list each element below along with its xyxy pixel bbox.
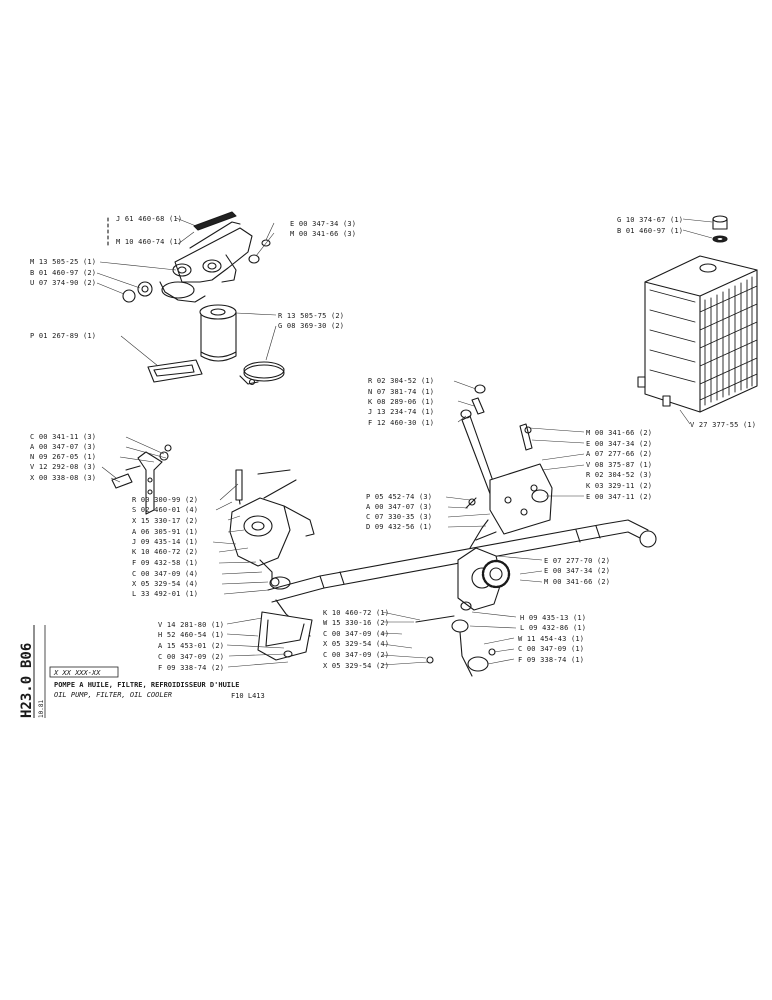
part-label: S 02 460-01 (4) bbox=[132, 506, 198, 514]
part-label: M 10 460-74 (1) bbox=[116, 238, 182, 246]
part-label: K 10 460-72 (1) bbox=[323, 609, 389, 617]
part-label: A 06 305-91 (1) bbox=[132, 528, 198, 536]
oil-cooler-drawing bbox=[637, 215, 758, 413]
part-label: V 12 292-08 (3) bbox=[30, 463, 96, 471]
part-labels: J 61 460-68 (1) M 10 460-74 (1) E 00 347… bbox=[30, 215, 756, 672]
part-label: R 00 300-99 (2) bbox=[132, 496, 198, 504]
part-label: C 00 347-09 (4) bbox=[132, 570, 198, 578]
part-label: W 11 454-43 (1) bbox=[518, 635, 584, 643]
part-label: K 03 329-11 (2) bbox=[586, 482, 652, 490]
part-label: F 12 460-30 (1) bbox=[368, 419, 434, 427]
part-label: X 15 330-17 (2) bbox=[132, 517, 198, 525]
part-label: N 09 267-05 (1) bbox=[30, 453, 96, 461]
part-label: C 00 341-11 (3) bbox=[30, 433, 96, 441]
part-label: D 09 432-56 (1) bbox=[366, 523, 432, 531]
part-label: U 07 374-90 (2) bbox=[30, 279, 96, 287]
part-label: C 00 347-09 (2) bbox=[323, 651, 389, 659]
title-en: OIL PUMP, FILTER, OIL COOLER bbox=[54, 691, 172, 699]
part-label: J 09 435-14 (1) bbox=[132, 538, 198, 546]
part-label: E 00 347-34 (2) bbox=[586, 440, 652, 448]
part-label: E 07 277-70 (2) bbox=[544, 557, 610, 565]
oil-pipe-long-drawing bbox=[267, 519, 657, 603]
part-label: M 13 505-25 (1) bbox=[30, 258, 96, 266]
part-label: X 05 329-54 (4) bbox=[132, 580, 198, 588]
part-label: K 08 289-06 (1) bbox=[368, 398, 434, 406]
gasket-strip-drawing bbox=[147, 359, 203, 383]
part-label: E 00 347-11 (2) bbox=[586, 493, 652, 501]
part-label: E 00 347-34 (3) bbox=[290, 220, 356, 228]
suction-strainer-left-drawing bbox=[257, 576, 313, 661]
model-code: F10 L413 bbox=[231, 692, 265, 700]
part-label: M 00 341-66 (2) bbox=[586, 429, 652, 437]
part-label: C 00 347-09 (2) bbox=[158, 653, 224, 661]
part-label: X 00 338-08 (3) bbox=[30, 474, 96, 482]
part-label: M 00 341-66 (3) bbox=[290, 230, 356, 238]
part-label: H 09 435-13 (1) bbox=[520, 614, 586, 622]
part-label: J 13 234-74 (1) bbox=[368, 408, 434, 416]
part-label: K 10 460-72 (2) bbox=[132, 548, 198, 556]
part-label: R 02 304-52 (3) bbox=[586, 471, 652, 479]
ref-code: X XX XXX-XX bbox=[53, 669, 101, 677]
part-label: A 00 347-07 (3) bbox=[366, 503, 432, 511]
part-label: C 00 347-09 (4) bbox=[323, 630, 389, 638]
title-fr: POMPE A HUILE, FILTRE, REFROIDISSEUR D'H… bbox=[54, 681, 239, 689]
dipstick-tube-drawing bbox=[460, 384, 553, 535]
part-label: R 02 304-52 (1) bbox=[368, 377, 434, 385]
part-label: G 08 369-30 (2) bbox=[278, 322, 344, 330]
part-label: F 09 338-74 (1) bbox=[518, 656, 584, 664]
part-label: F 09 432-58 (1) bbox=[132, 559, 198, 567]
part-label: W 15 330-16 (2) bbox=[323, 619, 389, 627]
part-label: X 05 329-54 (4) bbox=[323, 640, 389, 648]
title-block: X XX XXX-XX POMPE A HUILE, FILTRE, REFRO… bbox=[49, 666, 265, 700]
part-label: L 09 432-86 (1) bbox=[520, 624, 586, 632]
part-label: V 27 377-55 (1) bbox=[690, 421, 756, 429]
part-label: J 61 460-68 (1) bbox=[116, 215, 182, 223]
side-date: 10.81 bbox=[38, 700, 45, 718]
oil-pump-right-drawing bbox=[415, 519, 511, 677]
part-label: P 05 452-74 (3) bbox=[366, 493, 432, 501]
side-code-b06: B06 bbox=[19, 643, 35, 668]
leader-lines bbox=[96, 217, 713, 668]
part-label: M 00 341-66 (2) bbox=[544, 578, 610, 586]
part-label: N 07 381-74 (1) bbox=[368, 388, 434, 396]
part-label: L 33 492-01 (1) bbox=[132, 590, 198, 598]
part-label: A 07 277-66 (2) bbox=[586, 450, 652, 458]
part-label: H 52 460-54 (1) bbox=[158, 631, 224, 639]
part-label: B 01 460-97 (2) bbox=[30, 269, 96, 277]
part-label: V 14 281-80 (1) bbox=[158, 621, 224, 629]
part-label: X 05 329-54 (2) bbox=[323, 662, 389, 670]
filter-head-drawing bbox=[107, 211, 271, 303]
part-label: E 00 347-34 (2) bbox=[544, 567, 610, 575]
part-label: C 07 330-35 (3) bbox=[366, 513, 432, 521]
part-label: B 01 460-97 (1) bbox=[617, 227, 683, 235]
part-label: G 10 374-67 (1) bbox=[617, 216, 683, 224]
part-label: V 08 375-87 (1) bbox=[586, 461, 652, 469]
part-label: F 09 338-74 (2) bbox=[158, 664, 224, 672]
oil-pump-left-drawing bbox=[229, 469, 315, 587]
part-label: A 00 347-07 (3) bbox=[30, 443, 96, 451]
part-label: A 15 453-01 (2) bbox=[158, 642, 224, 650]
side-code-h230: H23.0 bbox=[19, 676, 35, 718]
part-label: C 00 347-09 (1) bbox=[518, 645, 584, 653]
oil-filter-cartridge-drawing bbox=[199, 304, 237, 362]
hose-clamp-drawing bbox=[239, 361, 285, 386]
part-label: P 01 267-89 (1) bbox=[30, 332, 96, 340]
bracket-and-bolts-drawing bbox=[111, 444, 172, 515]
part-label: R 13 505-75 (2) bbox=[278, 312, 344, 320]
side-title-block: B06 H23.0 10.81 bbox=[19, 625, 46, 718]
